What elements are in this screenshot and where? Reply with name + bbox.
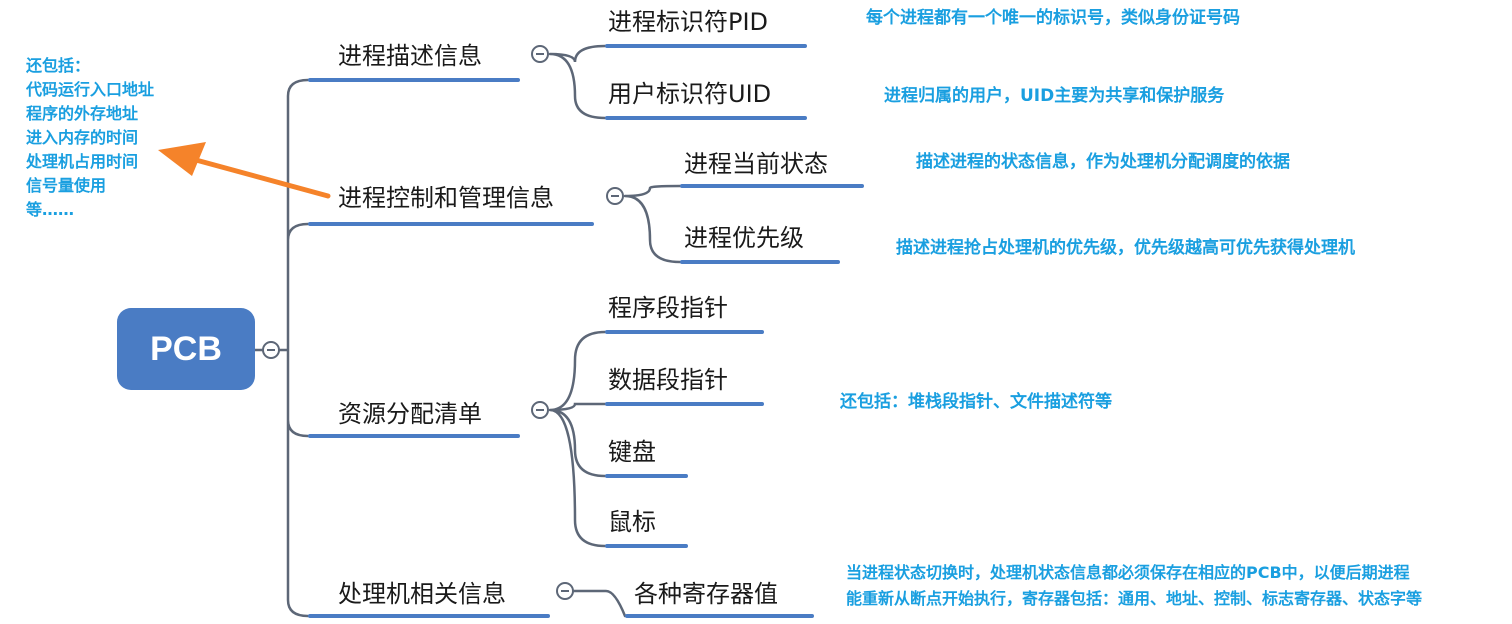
side-note-extra-fields: 还包括： 代码运行入口地址 程序的外存地址 进入内存的时间 处理机占用时间 信号… [26, 54, 154, 222]
root-node-pcb[interactable]: PCB [117, 308, 255, 390]
note-state: 描述进程的状态信息，作为处理机分配调度的依据 [916, 152, 1290, 172]
root-label: PCB [150, 329, 222, 368]
side-note-line: 进入内存的时间 [26, 128, 139, 147]
note-registers-line1: 当进程状态切换时，处理机状态信息都必须保存在相应的PCB中，以便后期进程 [846, 563, 1410, 582]
side-note-line: 等…… [26, 200, 75, 219]
leaf-mouse[interactable]: 鼠标 [608, 508, 656, 536]
collapse-toggle-branch1[interactable] [531, 45, 549, 63]
branch-process-control[interactable]: 进程控制和管理信息 [338, 184, 554, 212]
side-note-line: 程序的外存地址 [26, 104, 139, 123]
leaf-data-segment-pointer[interactable]: 数据段指针 [608, 366, 728, 394]
side-note-line: 代码运行入口地址 [26, 80, 155, 99]
branch-process-description[interactable]: 进程描述信息 [338, 42, 482, 70]
side-note-line: 还包括： [26, 56, 91, 75]
branch-resource-list[interactable]: 资源分配清单 [338, 400, 482, 428]
side-note-line: 信号量使用 [26, 176, 107, 195]
link-branch3-children [548, 330, 607, 548]
link-branch1-children [548, 44, 607, 120]
collapse-toggle-branch3[interactable] [531, 401, 549, 419]
link-branch2-children [623, 184, 682, 264]
note-registers-line2: 能重新从断点开始执行，寄存器包括：通用、地址、控制、标志寄存器、状态字等 [846, 589, 1423, 608]
leaf-keyboard[interactable]: 键盘 [608, 438, 656, 466]
collapse-toggle-root[interactable] [262, 341, 280, 359]
note-pid: 每个进程都有一个唯一的标识号，类似身份证号码 [866, 8, 1240, 28]
leaf-register-values[interactable]: 各种寄存器值 [634, 580, 778, 608]
branch-processor-info[interactable]: 处理机相关信息 [338, 580, 506, 608]
collapse-toggle-branch4[interactable] [556, 582, 574, 600]
collapse-toggle-branch2[interactable] [606, 187, 624, 205]
note-uid: 进程归属的用户，UID主要为共享和保护服务 [884, 86, 1225, 106]
side-note-line: 处理机占用时间 [26, 152, 139, 171]
leaf-current-state[interactable]: 进程当前状态 [684, 150, 828, 178]
note-priority: 描述进程抢占处理机的优先级，优先级越高可优先获得处理机 [896, 238, 1355, 258]
leaf-priority[interactable]: 进程优先级 [684, 224, 804, 252]
leaf-uid[interactable]: 用户标识符UID [608, 80, 772, 108]
link-branch4-child [572, 589, 627, 618]
leaf-code-segment-pointer[interactable]: 程序段指针 [608, 294, 728, 322]
leaf-pid[interactable]: 进程标识符PID [608, 8, 769, 36]
orange-arrow [158, 142, 331, 199]
link-trunk [278, 78, 310, 618]
note-resources: 还包括：堆栈段指针、文件描述符等 [840, 392, 1112, 412]
